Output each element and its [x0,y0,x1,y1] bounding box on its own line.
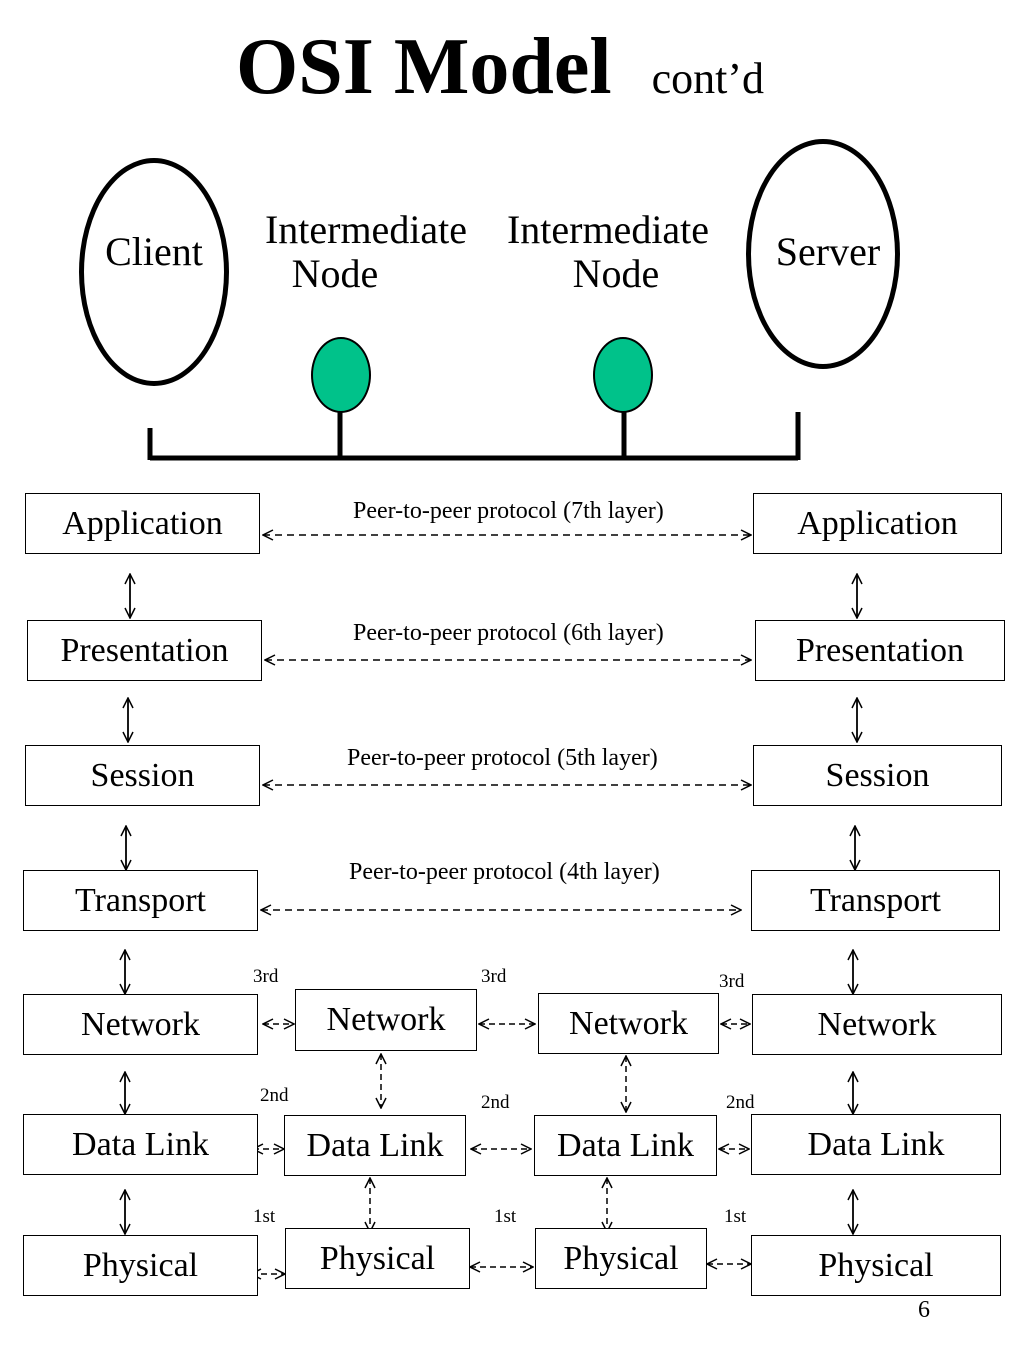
server-label: Server [775,229,881,274]
peer-protocol-label-5: Peer-to-peer protocol (5th layer) [347,745,658,771]
client-layer-transport: Transport [23,870,258,931]
server-layer-network: Network [752,994,1002,1055]
intermediate-stack-arrows [370,1054,626,1232]
hop-label-physical-1: 1st [253,1206,276,1227]
intermediate-2-layer-network: Network [538,993,719,1054]
peer-protocol-arrows [261,535,751,910]
client-layer-presentation: Presentation [27,620,262,681]
hop-label-network-1: 3rd [253,966,279,987]
title-main: OSI Model [236,23,612,111]
client-layer-network: Network [23,994,258,1055]
intermediate-node-2-label: Intermediate Node [492,208,724,296]
server-layer-session: Session [753,745,1002,806]
intermediate-2-layer-physical: Physical [535,1228,707,1289]
hop-label-network-2: 3rd [481,966,507,987]
network-bus [147,412,801,461]
client-layer-application: Application [25,493,260,554]
hop-label-network-3: 3rd [719,971,745,992]
intermediate-node-2-line1: Intermediate [506,207,710,252]
intermediate-node-2-line2: Node [572,251,660,296]
intermediate-1-layer-physical: Physical [285,1228,470,1289]
hop-label-physical-2: 1st [494,1206,517,1227]
server-layer-physical: Physical [751,1235,1001,1296]
server-layer-transport: Transport [751,870,1000,931]
peer-protocol-label-6: Peer-to-peer protocol (6th layer) [353,620,664,646]
intermediate-node-1-line2: Node [291,251,379,296]
server-ellipse [746,139,900,369]
client-label: Client [105,229,203,274]
intermediate-2-layer-data-link: Data Link [534,1115,717,1176]
hop-label-physical-3: 1st [724,1206,747,1227]
peer-protocol-label-7: Peer-to-peer protocol (7th layer) [353,498,664,524]
client-layer-data-link: Data Link [23,1114,258,1175]
peer-protocol-label-4: Peer-to-peer protocol (4th layer) [349,859,660,885]
server-layer-presentation: Presentation [755,620,1005,681]
intermediate-node-2-dot [593,337,653,413]
title-sub: cont’d [651,54,764,103]
client-stack-arrows [125,574,130,1234]
client-ellipse [79,158,229,386]
page-number: 6 [918,1297,930,1323]
client-layer-physical: Physical [23,1235,258,1296]
intermediate-node-1-line1: Intermediate [264,207,468,252]
slide-title: OSI Model cont’d [236,22,836,122]
intermediate-1-layer-network: Network [295,989,477,1051]
hop-label-data-link-3: 2nd [726,1092,755,1113]
client-layer-session: Session [25,745,260,806]
server-layer-data-link: Data Link [751,1114,1001,1175]
intermediate-node-1-label: Intermediate Node [252,208,480,296]
hop-label-data-link-2: 2nd [481,1092,510,1113]
hop-label-data-link-1: 2nd [260,1085,289,1106]
hop-arrows [251,1024,751,1274]
server-stack-arrows [853,574,857,1234]
intermediate-1-layer-data-link: Data Link [284,1115,466,1176]
server-layer-application: Application [753,493,1002,554]
intermediate-node-1-dot [311,337,371,413]
